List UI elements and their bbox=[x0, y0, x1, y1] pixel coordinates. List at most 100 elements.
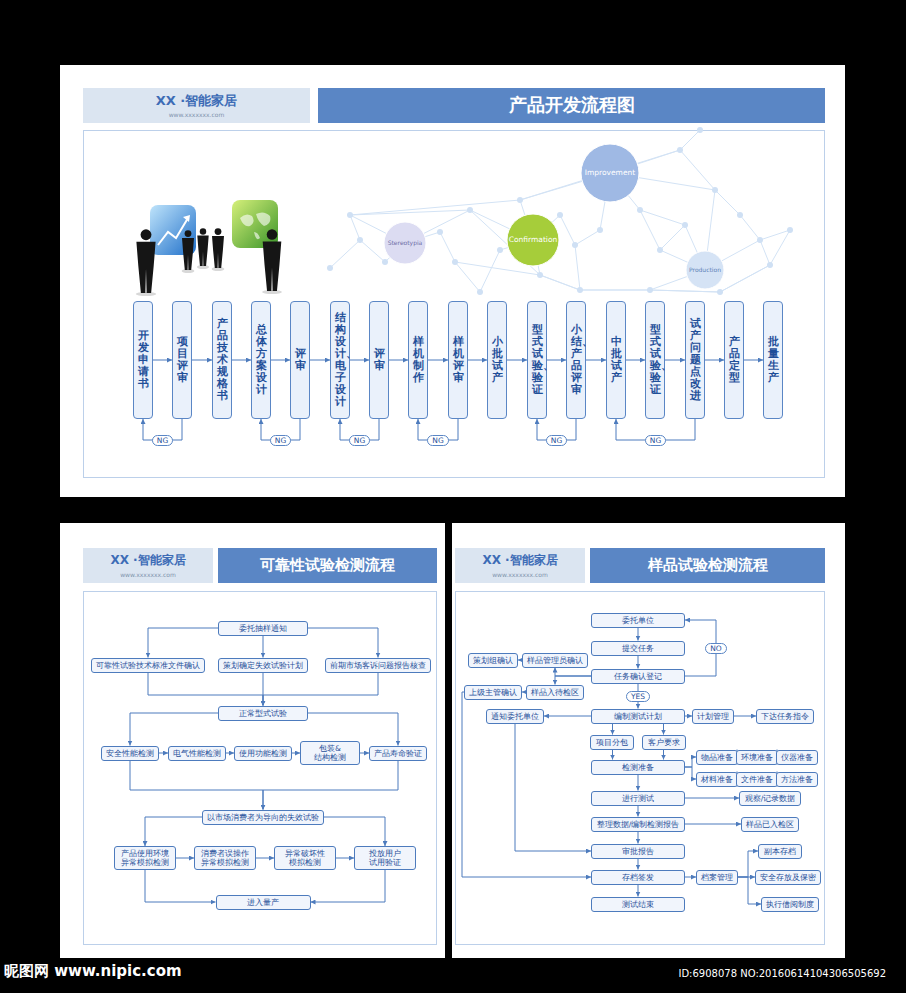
network-line bbox=[350, 210, 470, 215]
node-text: 委托单位 bbox=[622, 616, 654, 625]
node-text: 试产问题点改进 bbox=[690, 318, 701, 403]
network-line bbox=[330, 240, 360, 268]
node-text: 产品使用环境 异常模拟检测 bbox=[119, 849, 171, 867]
flow-box: 审批报告 bbox=[591, 844, 685, 859]
node-text: 提交任务 bbox=[622, 644, 654, 653]
process-box: 产品定型 bbox=[724, 301, 744, 419]
node-text: 批量生产 bbox=[768, 336, 779, 384]
network-line bbox=[560, 215, 575, 245]
flow-box: 投放用户 试用验证 bbox=[354, 846, 416, 870]
flow-box: 存档签发 bbox=[591, 870, 685, 885]
node-text: 产品技术规格书 bbox=[217, 318, 228, 403]
node-text: 进入量产 bbox=[247, 898, 279, 907]
connector bbox=[555, 668, 591, 677]
node-text: 通知委托单位 bbox=[491, 712, 539, 721]
node-text: 开发申请书 bbox=[138, 330, 149, 390]
node-text: 检测准备 bbox=[622, 763, 654, 772]
bubble-circle bbox=[507, 214, 559, 266]
node-text: 下达任务指令 bbox=[761, 712, 809, 721]
logo-text: XX ·智能家居 bbox=[83, 93, 310, 109]
node-text: 异常破坏性 模拟检测 bbox=[279, 849, 331, 867]
node-text: 策划确定失效试验计划 bbox=[223, 661, 303, 670]
connector bbox=[663, 724, 664, 735]
person-head bbox=[200, 228, 206, 234]
network-line bbox=[680, 130, 700, 150]
flow-box: 观察/记录数据 bbox=[739, 791, 801, 806]
process-box: 样机制作 bbox=[408, 301, 428, 419]
flow-box: 上级主管确认 bbox=[464, 685, 522, 700]
flow-box: 委托单位 bbox=[591, 613, 685, 628]
node-text: Production bbox=[689, 267, 721, 274]
process-box: 项目评审 bbox=[172, 301, 192, 419]
connector bbox=[507, 360, 527, 361]
network-line bbox=[575, 230, 600, 245]
connector bbox=[263, 636, 264, 658]
flow-box: 整理数据/编制检测报告 bbox=[591, 817, 685, 832]
connector bbox=[256, 858, 274, 859]
network-line bbox=[720, 265, 770, 292]
connector bbox=[705, 360, 724, 361]
flow-box: 方法准备 bbox=[776, 772, 818, 787]
shadow bbox=[182, 269, 195, 273]
connector bbox=[324, 817, 385, 846]
connector bbox=[685, 824, 741, 825]
network-dot bbox=[452, 259, 458, 265]
connector bbox=[544, 716, 591, 717]
node-text: 客户要求 bbox=[648, 738, 680, 747]
node-text: 存档签发 bbox=[622, 873, 654, 882]
process-box: 型式试验、验证 bbox=[527, 301, 547, 419]
network-dot bbox=[477, 289, 483, 295]
network-line bbox=[580, 290, 650, 291]
connector bbox=[547, 360, 566, 361]
process-box: 总体方案设计 bbox=[251, 301, 271, 419]
node-text: 电气性能检测 bbox=[173, 749, 221, 758]
watermark: ID:6908078 NO:20160614104306505692 bbox=[560, 968, 886, 980]
network-line bbox=[575, 245, 580, 290]
network-line bbox=[540, 275, 580, 290]
flow-box: 通知委托单位 bbox=[486, 709, 544, 724]
flow-box: 计划管理 bbox=[692, 709, 734, 724]
flow-box: 进入量产 bbox=[216, 895, 311, 910]
network-dot bbox=[327, 265, 333, 271]
connector bbox=[130, 761, 263, 810]
connector bbox=[428, 360, 448, 361]
network-line bbox=[760, 240, 770, 265]
globe-cube bbox=[232, 200, 278, 248]
flow-box: 编制测试计划 bbox=[591, 709, 685, 724]
flow-box: 前期市场客诉问题报告核查 bbox=[325, 658, 431, 673]
connector bbox=[638, 656, 639, 669]
connector bbox=[148, 673, 263, 706]
network-dot bbox=[347, 212, 353, 218]
process-box: 结构设计、电子设计 bbox=[330, 301, 350, 419]
process-box: 开发申请书 bbox=[133, 301, 153, 419]
network-line bbox=[680, 150, 715, 190]
flow-box: 材料准备 bbox=[696, 772, 738, 787]
logo-text: XX ·智能家居 bbox=[83, 553, 213, 567]
process-box: 评审 bbox=[369, 301, 389, 419]
flow-box: 提交任务 bbox=[591, 641, 685, 656]
node-text: 物品准备 bbox=[701, 753, 733, 762]
node-text: 结构设计、电子设计 bbox=[335, 312, 346, 409]
flow-box: 环境准备 bbox=[736, 750, 778, 765]
process-box: 样机评审 bbox=[448, 301, 468, 419]
network-line bbox=[650, 290, 720, 292]
flow-box: 以市场消费者为导向的失效试验 bbox=[202, 810, 324, 825]
flow-box: 下达任务指令 bbox=[756, 709, 814, 724]
network-line bbox=[715, 190, 740, 215]
connector bbox=[638, 859, 639, 870]
process-box: 型式试验、验证 bbox=[645, 301, 665, 419]
connector bbox=[626, 360, 645, 361]
connector bbox=[638, 806, 639, 817]
shadow bbox=[212, 267, 225, 271]
network-dot bbox=[717, 289, 723, 295]
node-text: 策划组确认 bbox=[473, 656, 513, 665]
watermark: 昵图网 www.nipic.com bbox=[4, 962, 224, 980]
connector bbox=[292, 753, 300, 754]
network-line bbox=[360, 240, 385, 262]
bubble-circle bbox=[581, 144, 639, 202]
logo-text: www.xxxxxxx.com bbox=[455, 571, 585, 578]
process-box: 产品技术规格书 bbox=[212, 301, 232, 419]
flow-box: 客户要求 bbox=[642, 735, 686, 750]
network-line bbox=[350, 200, 520, 215]
person-body bbox=[197, 236, 208, 266]
